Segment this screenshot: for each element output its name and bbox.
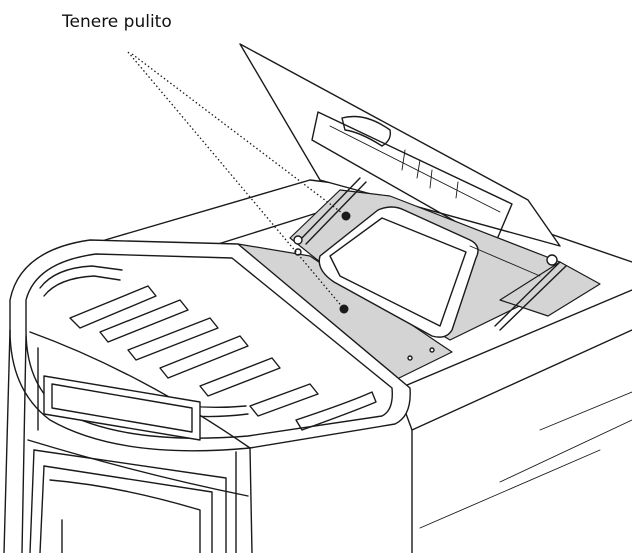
- hopper-lid: [239, 43, 561, 247]
- leader-dot-front: [339, 304, 349, 314]
- leader-dot-back: [341, 211, 351, 221]
- callout-leader-lines: [127, 51, 351, 314]
- pellet-hopper-opening: [318, 206, 541, 338]
- callout-label: Tenere pulito: [62, 12, 172, 32]
- stove-front-panel: [3, 329, 253, 553]
- leader-line-back: [131, 53, 347, 217]
- lid-gas-struts: [293, 177, 567, 331]
